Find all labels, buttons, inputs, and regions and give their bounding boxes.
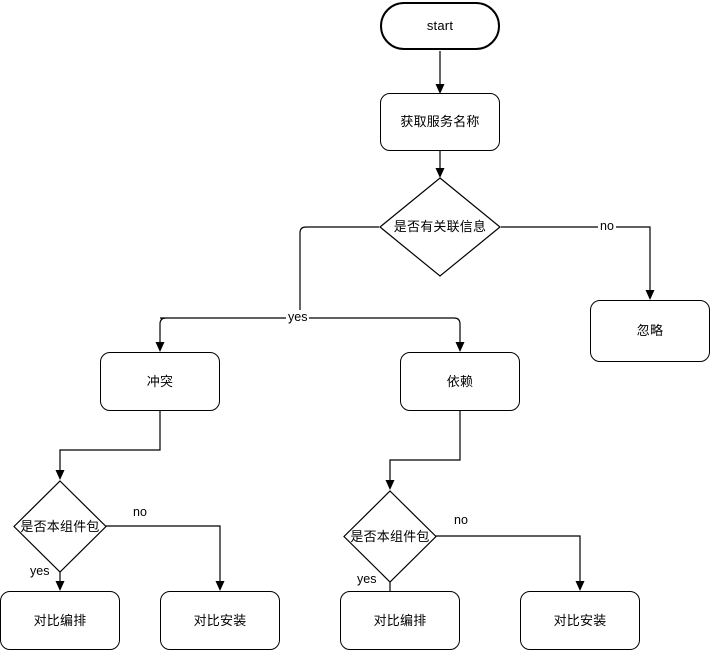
node-dependency-label: 依赖 xyxy=(446,373,474,389)
arrow-head-icon xyxy=(55,470,65,480)
edge-left-package-no-to-compare-install xyxy=(106,525,221,584)
node-get-service-name-label: 获取服务名称 xyxy=(400,114,480,130)
edge-label-relation-no: no xyxy=(598,219,616,233)
node-has-relation[interactable]: 是否有关联信息 xyxy=(379,177,501,277)
arrow-head-icon xyxy=(575,581,585,591)
node-compare-install-left-label: 对比安装 xyxy=(193,612,247,628)
arrow-head-icon xyxy=(55,581,65,591)
edge-has-relation-yes-spine xyxy=(299,226,379,318)
node-ignore[interactable]: 忽略 xyxy=(590,300,710,362)
arrow-head-icon xyxy=(435,84,445,94)
node-conflict[interactable]: 冲突 xyxy=(100,352,220,411)
edge-right-package-no-to-compare-install xyxy=(436,535,581,584)
edge-label-left-package-no: no xyxy=(131,505,149,519)
arrow-head-icon xyxy=(155,342,165,352)
arrow-head-icon xyxy=(385,480,395,490)
arrow-head-icon xyxy=(645,290,655,300)
edge-label-right-package-no: no xyxy=(452,513,470,527)
edge-conflict-to-is-own-package-left xyxy=(59,411,161,473)
node-conflict-label: 冲突 xyxy=(146,373,174,389)
edge-has-relation-no-to-ignore xyxy=(501,226,651,293)
node-compare-arrange-right-label: 对比编排 xyxy=(373,612,427,628)
node-dependency[interactable]: 依赖 xyxy=(400,352,520,411)
node-is-own-package-left[interactable]: 是否本组件包 xyxy=(13,480,107,573)
node-ignore-label: 忽略 xyxy=(636,323,664,339)
node-compare-arrange-left-label: 对比编排 xyxy=(33,612,87,628)
node-compare-install-left[interactable]: 对比安装 xyxy=(160,591,280,650)
edge-label-right-package-yes: yes xyxy=(355,572,379,586)
node-compare-install-right[interactable]: 对比安装 xyxy=(520,591,640,650)
node-is-own-package-right[interactable]: 是否本组件包 xyxy=(343,490,437,583)
edge-label-relation-yes: yes xyxy=(286,310,310,324)
node-compare-install-right-label: 对比安装 xyxy=(553,612,607,628)
node-start-label: start xyxy=(426,18,454,34)
node-get-service-name[interactable]: 获取服务名称 xyxy=(380,93,500,151)
edge-label-left-package-yes: yes xyxy=(28,564,52,578)
node-compare-arrange-right[interactable]: 对比编排 xyxy=(340,591,460,650)
node-start[interactable]: start xyxy=(380,2,500,50)
edge-dependency-to-is-own-package-right xyxy=(389,411,461,483)
arrow-head-icon xyxy=(215,581,225,591)
arrow-head-icon xyxy=(435,168,445,178)
edge-yes-spine-horizontal xyxy=(159,317,461,345)
arrow-head-icon xyxy=(455,342,465,352)
node-compare-arrange-left[interactable]: 对比编排 xyxy=(0,591,120,650)
